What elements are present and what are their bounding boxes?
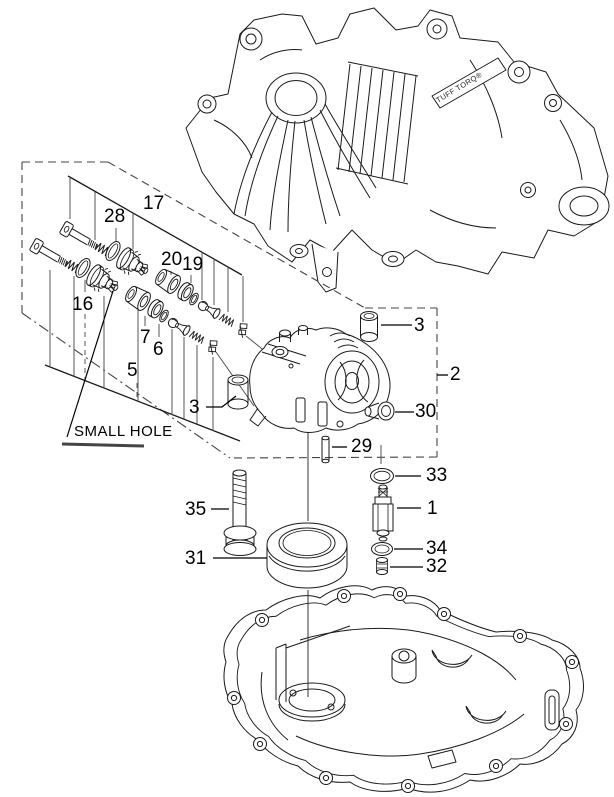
callout-20: 20	[161, 249, 183, 270]
callout-32: 32	[426, 556, 448, 577]
detail-boundary-dashed	[21, 161, 438, 459]
seal-31	[266, 522, 348, 589]
valve-1	[372, 484, 394, 542]
upper-housing-drawing: TUFF TORQ®	[185, 7, 610, 293]
callout-2: 2	[450, 364, 461, 385]
callout-3-left: 3	[189, 397, 200, 418]
pin-3-left	[227, 374, 249, 410]
callout-34: 34	[426, 538, 448, 559]
pump-center-case-drawing	[249, 325, 391, 433]
bracket-lines	[44, 175, 243, 442]
oring-33	[370, 468, 394, 484]
lower-pan-drawing	[223, 585, 584, 793]
callout-6: 6	[153, 339, 164, 360]
pan-bolt-holes	[227, 587, 579, 793]
callout-16: 16	[72, 294, 94, 315]
callout-33: 33	[426, 465, 448, 486]
bolt-35	[223, 469, 257, 556]
callout-30: 30	[415, 401, 437, 422]
callout-35: 35	[185, 499, 207, 520]
callout-28: 28	[104, 206, 126, 227]
plug-32	[376, 557, 388, 575]
callout-1: 1	[427, 498, 438, 519]
callout-19: 19	[182, 254, 204, 275]
callout-5: 5	[127, 360, 138, 381]
plug-30	[364, 401, 395, 421]
callout-17: 17	[143, 193, 165, 214]
relief-valve-stack	[370, 445, 394, 575]
callout-7: 7	[140, 327, 151, 348]
callout-29: 29	[351, 436, 373, 457]
oring-34	[371, 542, 393, 556]
callout-31: 31	[185, 548, 207, 569]
small-hole-pointer	[61, 290, 145, 448]
callout-leader-lines	[206, 324, 448, 568]
callout-3-top: 3	[414, 315, 425, 336]
pin-29	[321, 435, 330, 464]
small-hole-note: SMALL HOLE	[74, 423, 173, 440]
part-leader-lines	[49, 178, 244, 431]
pin-3-right	[360, 311, 378, 342]
